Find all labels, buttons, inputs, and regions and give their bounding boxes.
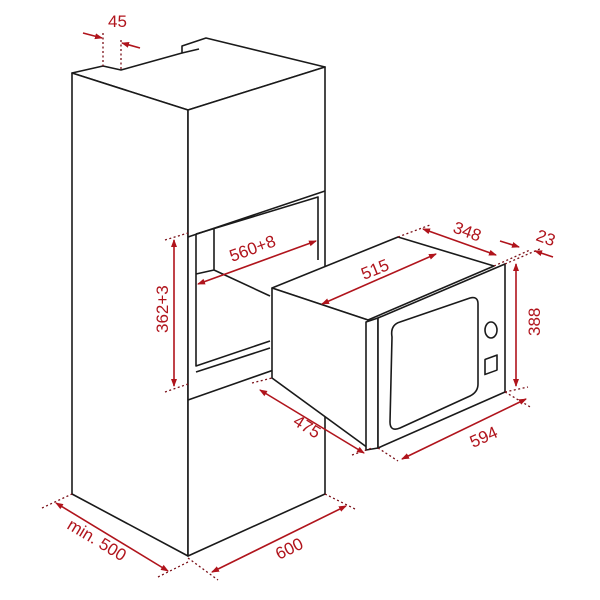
niche-inner-frame [195, 196, 319, 367]
dim-cabinet-rear-gap: 45 [82, 12, 141, 70]
label-23: 23 [534, 226, 558, 250]
cabinet-top-notch [181, 48, 200, 54]
dim-front-panel-depth: 23 [493, 226, 558, 267]
label-45: 45 [108, 12, 127, 31]
dim-appliance-height: 388 [504, 263, 544, 393]
control-knob-icon [484, 321, 498, 339]
label-600: 600 [272, 534, 306, 564]
control-button-icon [484, 354, 498, 376]
microwave-door-window [389, 296, 479, 430]
dim-niche-height: 362+3 [153, 232, 189, 393]
label-388: 388 [525, 308, 544, 336]
label-594: 594 [467, 423, 501, 452]
label-362-3: 362+3 [153, 285, 172, 333]
microwave-front-edge [365, 317, 379, 451]
niche-bottom-lip [195, 347, 271, 373]
tall-cabinet [71, 37, 326, 557]
label-min-500: min. 500 [64, 515, 130, 565]
